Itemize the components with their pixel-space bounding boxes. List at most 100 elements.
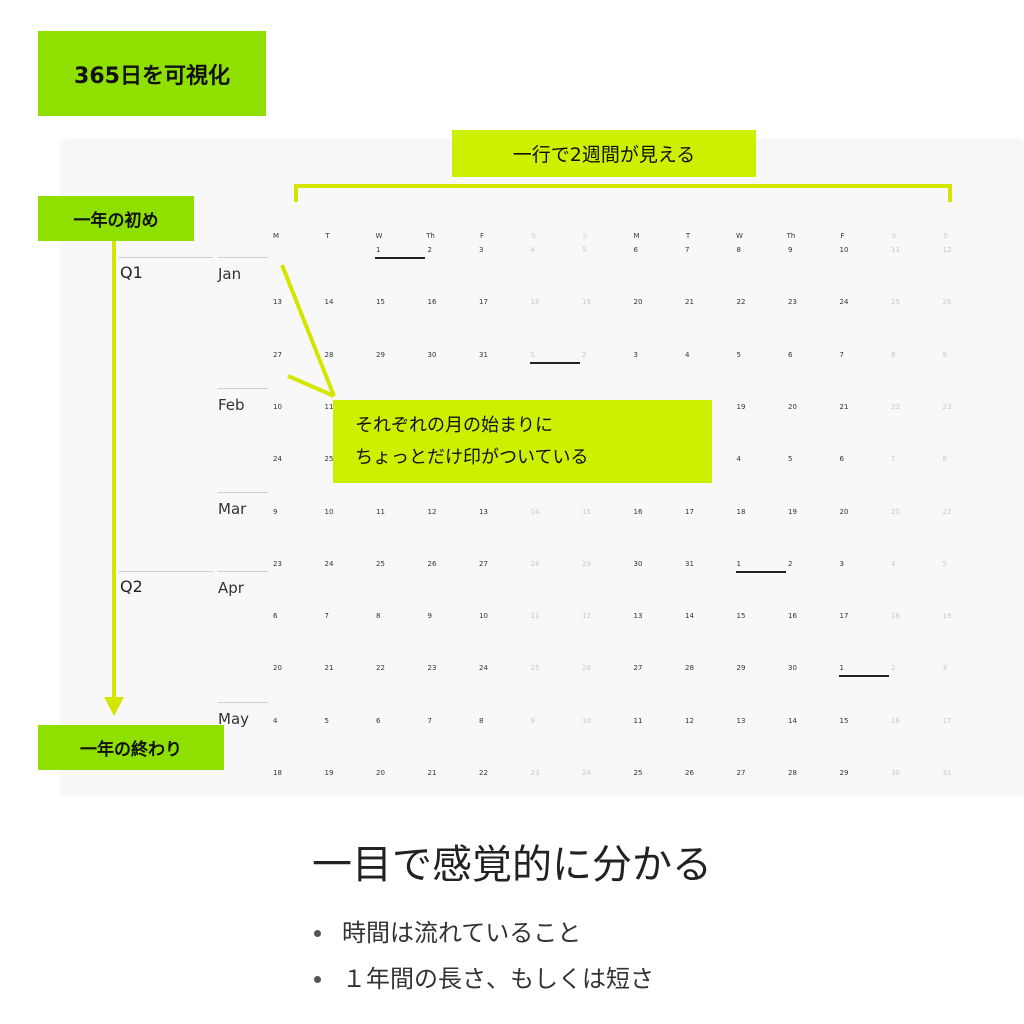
- month-label: Jan: [218, 265, 242, 283]
- day-cell: 22: [736, 298, 746, 307]
- day-cell: 13: [273, 298, 282, 307]
- day-cell: 25: [376, 559, 385, 568]
- day-cell: 12: [582, 612, 591, 621]
- day-cell: 19: [736, 402, 746, 411]
- day-cell: 9: [788, 246, 793, 254]
- day-header: Th: [426, 232, 435, 240]
- day-cell: 20: [788, 402, 797, 411]
- day-cell: 18: [530, 298, 540, 307]
- day-cell: 3: [839, 559, 844, 568]
- day-cell: 22: [376, 664, 385, 673]
- day-cell: 4: [736, 455, 741, 464]
- day-cell: 27: [633, 664, 643, 673]
- day-header: W: [736, 232, 743, 240]
- day-cell: 10: [582, 716, 591, 725]
- day-cell: 4: [685, 350, 690, 359]
- day-cell: 23: [530, 769, 540, 777]
- day-cell: 8: [376, 612, 381, 621]
- day-cell: 5: [324, 716, 329, 725]
- title-badge: 365日を可視化: [38, 31, 266, 116]
- day-cell: 1: [376, 246, 381, 254]
- day-cell: 1: [839, 664, 844, 673]
- day-header: Th: [786, 232, 796, 240]
- day-cell: 29: [582, 559, 591, 568]
- day-cell: 23: [942, 402, 952, 411]
- month-label: Mar: [218, 500, 247, 519]
- bullet-dot-icon: [314, 930, 321, 937]
- day-cell: 28: [685, 664, 694, 673]
- day-cell: 31: [685, 559, 694, 568]
- day-cell: 17: [942, 716, 952, 725]
- day-cell: 27: [273, 350, 282, 359]
- day-cell: 12: [427, 507, 437, 516]
- day-cell: 3: [633, 350, 638, 359]
- day-cell: 21: [324, 664, 334, 673]
- day-cell: 2: [427, 246, 432, 254]
- month-start-marker: [529, 361, 580, 364]
- day-cell: 18: [891, 612, 900, 621]
- day-cell: 22: [942, 507, 952, 516]
- two-week-label: 一行で2週間が見える: [452, 130, 756, 177]
- day-cell: 14: [530, 507, 540, 516]
- day-cell: 30: [427, 350, 437, 359]
- day-cell: 22: [479, 769, 488, 777]
- day-cell: 11: [891, 246, 900, 254]
- day-cell: 3: [479, 246, 484, 254]
- day-cell: 5: [582, 246, 587, 254]
- day-cell: 25: [324, 455, 334, 464]
- month-start-marker: [735, 570, 786, 573]
- day-cell: 28: [324, 350, 334, 359]
- day-cell: 26: [427, 559, 437, 568]
- day-header: S: [531, 232, 536, 240]
- day-cell: 1: [736, 559, 741, 568]
- bullet-dot-icon: [314, 976, 321, 983]
- day-cell: 15: [839, 716, 849, 725]
- year-end-badge: 一年の終わり: [38, 725, 224, 770]
- day-cell: 13: [736, 716, 746, 725]
- day-cell: 12: [942, 246, 952, 254]
- day-cell: 21: [685, 298, 694, 307]
- day-header: T: [325, 232, 330, 240]
- day-cell: 7: [324, 612, 329, 621]
- day-cell: 29: [839, 769, 849, 777]
- day-cell: 5: [942, 559, 947, 568]
- day-cell: 20: [839, 507, 849, 516]
- day-cell: 8: [942, 455, 947, 464]
- day-cell: 16: [427, 298, 437, 307]
- day-cell: 10: [479, 612, 488, 621]
- day-cell: 8: [891, 350, 896, 359]
- day-cell: 8: [479, 716, 484, 725]
- bullet-item: 時間は流れていること: [312, 913, 654, 959]
- day-cell: 26: [685, 769, 694, 777]
- day-cell: 11: [376, 507, 385, 516]
- day-header: T: [685, 232, 691, 240]
- day-cell: 23: [427, 664, 437, 673]
- day-cell: 30: [891, 769, 900, 777]
- month-divider: [218, 387, 268, 389]
- day-cell: 4: [273, 716, 278, 725]
- day-cell: 4: [891, 559, 896, 568]
- day-cell: 30: [633, 559, 643, 568]
- day-cell: 5: [736, 350, 741, 359]
- day-cell: 28: [788, 769, 797, 777]
- day-cell: 18: [273, 769, 282, 777]
- day-cell: 3: [942, 664, 947, 673]
- year-start-badge: 一年の初め: [38, 196, 194, 241]
- quarter-label: Q1: [120, 263, 143, 282]
- day-cell: 20: [273, 664, 282, 673]
- day-cell: 10: [273, 402, 282, 411]
- day-cell: 7: [685, 246, 690, 254]
- day-cell: 6: [788, 350, 793, 359]
- day-cell: 7: [891, 455, 896, 464]
- day-cell: 10: [324, 507, 334, 516]
- day-cell: 7: [427, 716, 432, 725]
- day-cell: 23: [273, 559, 282, 568]
- day-cell: 19: [324, 769, 334, 777]
- day-cell: 31: [479, 350, 488, 359]
- day-cell: 26: [582, 664, 591, 673]
- day-cell: 20: [633, 298, 643, 307]
- day-header: M: [272, 232, 280, 240]
- day-cell: 5: [788, 455, 793, 464]
- day-header: S: [582, 232, 588, 240]
- day-cell: 17: [839, 612, 849, 621]
